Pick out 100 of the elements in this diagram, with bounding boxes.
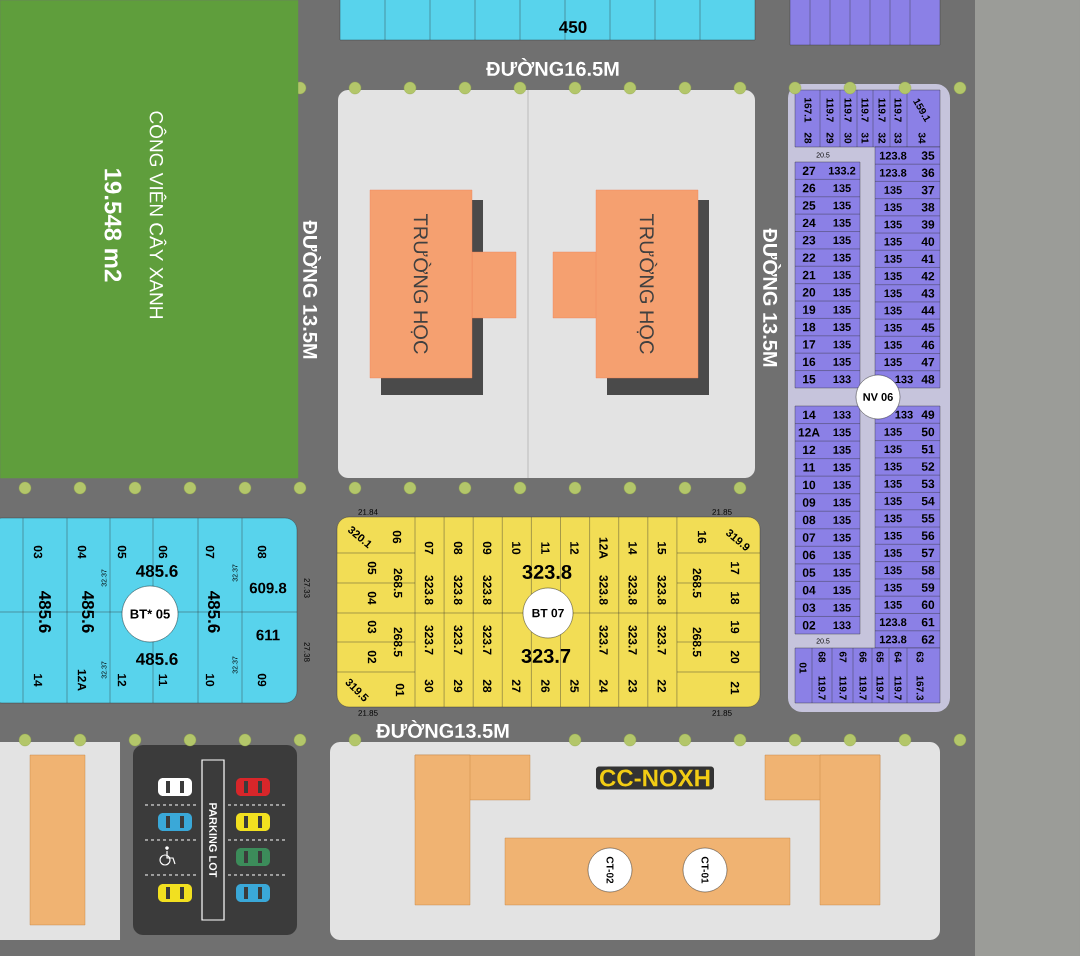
area-value: 135 (884, 479, 902, 488)
area-value: 135 (833, 271, 851, 279)
lot-number: 67 (839, 651, 847, 663)
area-value: 323.8 (657, 575, 667, 605)
lot-number: 66 (859, 651, 867, 663)
area-value: 135 (833, 568, 851, 577)
area-value: 135 (833, 481, 851, 489)
area-value: 323.8 (599, 575, 608, 605)
area-value: 135 (884, 341, 902, 349)
area-value: 323.8 (424, 575, 434, 605)
area-value: 135 (884, 531, 902, 540)
dimension-label: 21.85 (712, 710, 732, 716)
area-value: 135 (833, 218, 851, 227)
lot-number: 22 (802, 253, 816, 262)
area-value: 119.7 (878, 98, 886, 122)
lot-number: 16 (697, 531, 707, 544)
area-value: 135 (833, 184, 851, 192)
area-value: 268.5 (692, 568, 702, 598)
area-value: 323.7 (424, 625, 434, 655)
area-value: 119.7 (844, 98, 852, 122)
lot-number: 29 (453, 679, 463, 693)
area-value: 119.7 (894, 98, 902, 122)
lot-number: 14 (803, 410, 816, 419)
dimension-label: 27.38 (304, 642, 310, 662)
lot-number: 11 (541, 542, 550, 554)
area-value: 135 (884, 600, 902, 609)
lot-number: 24 (599, 679, 608, 693)
lot-number: 15 (657, 542, 666, 555)
area-value: 135 (833, 551, 851, 559)
lot-number: 30 (424, 679, 434, 693)
lot-number: 47 (921, 358, 935, 367)
lot-number: 28 (804, 132, 812, 144)
lot-number: 22 (657, 679, 666, 693)
lot-number: 44 (921, 306, 935, 315)
lot-number: 19 (803, 305, 816, 314)
area-value: 485.6 (208, 591, 221, 633)
lot-number: 12A (77, 669, 87, 691)
area-value: 135 (884, 462, 902, 471)
lot-number: 14 (628, 542, 637, 555)
area-value: 119.7 (859, 676, 867, 700)
area-value: 135 (833, 498, 851, 507)
lot-number: 08 (257, 545, 267, 559)
lot-number: 12 (570, 542, 579, 555)
area-value: 123.8 (879, 168, 907, 177)
lot-number: 04 (367, 591, 377, 605)
area-value: 135 (833, 428, 851, 437)
lot-number: 23 (628, 679, 637, 693)
area-value: 135 (833, 516, 851, 524)
area-value: 268.5 (393, 568, 403, 598)
lot-number: 37 (921, 185, 935, 195)
lot-number: 06 (158, 545, 168, 559)
lot-number: 04 (77, 545, 87, 559)
area-value: 119.7 (894, 676, 902, 700)
area-value: 123.8 (879, 618, 907, 627)
area-value: 135 (833, 445, 851, 454)
lot-number: 26 (802, 183, 816, 193)
lot-number: 32 (878, 132, 886, 144)
area-value: 135 (833, 288, 851, 297)
lot-number: 07 (424, 541, 434, 555)
lot-number: 01 (799, 662, 807, 674)
area-value: 450 (559, 21, 587, 34)
lot-number: 18 (803, 322, 816, 332)
lot-number: 04 (802, 585, 816, 595)
area-value: 485.6 (39, 591, 52, 633)
area-value: 135 (884, 583, 902, 592)
lot-number: 12 (117, 674, 127, 687)
lot-number: 53 (921, 479, 935, 489)
area-value: 135 (884, 323, 902, 332)
road-name: ĐƯỜNG16.5M (486, 58, 619, 76)
lot-number: 25 (570, 679, 579, 693)
area-value: 135 (833, 533, 851, 542)
area-value: 167.1 (804, 98, 812, 123)
lot-number: 27 (512, 679, 521, 693)
lot-number: 05 (117, 545, 127, 559)
lot-number: 41 (921, 254, 935, 263)
lot-number: 35 (921, 151, 935, 160)
lot-number: 40 (921, 237, 935, 246)
lot-number: 07 (802, 533, 816, 542)
area-value: 609.8 (249, 582, 287, 594)
area-value: 119.7 (876, 676, 884, 700)
area-value: 135 (884, 306, 902, 315)
lot-number: 57 (921, 548, 935, 558)
area-value: 323.8 (482, 575, 492, 605)
lot-number: 23 (802, 235, 816, 245)
lot-number: 54 (921, 496, 935, 506)
dimension-label: 21.84 (358, 509, 378, 515)
area-value: 135 (884, 289, 902, 298)
area-value: 167.3 (916, 676, 924, 701)
lot-number: 28 (482, 679, 492, 693)
area-value: 135 (833, 358, 851, 366)
lot-number: 06 (392, 530, 402, 544)
area-value: 135 (884, 186, 902, 194)
area-value: 323.7 (599, 625, 608, 655)
area-value: 135 (833, 463, 851, 472)
area-value: 135 (833, 323, 851, 331)
lot-number: 46 (921, 340, 935, 350)
lot-number: 01 (395, 683, 405, 697)
lot-number: 48 (921, 375, 935, 384)
road-name: ĐƯỜNG 13.5M (763, 228, 781, 367)
lot-number: 08 (453, 541, 463, 555)
